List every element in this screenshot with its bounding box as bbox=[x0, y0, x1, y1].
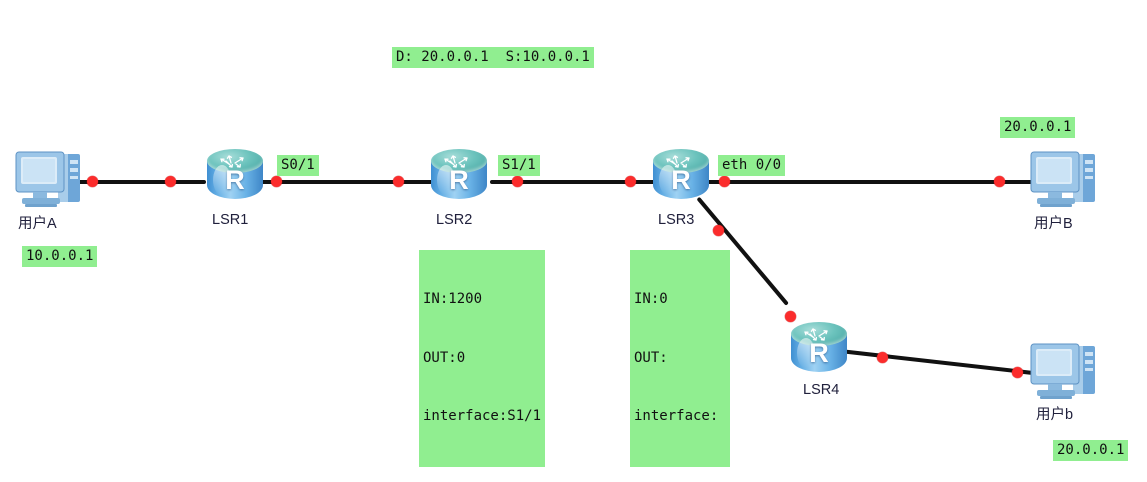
router-gloss bbox=[659, 165, 677, 195]
label-table-out: OUT:0 bbox=[423, 349, 466, 366]
link-endpoint-dot bbox=[393, 176, 404, 187]
packet-header-tag: D: 20.0.0.1 S:10.0.0.1 bbox=[392, 47, 594, 68]
label-table-lsr3: IN:0 OUT: interface: bbox=[630, 250, 730, 467]
node-label-userb2: 用户b bbox=[1036, 407, 1074, 423]
link-endpoint-dot bbox=[877, 352, 888, 363]
router-arrows-icon bbox=[666, 155, 690, 168]
label-table-interface: interface: bbox=[634, 408, 719, 424]
link-endpoint-dot bbox=[165, 176, 176, 187]
router-arrows-icon bbox=[444, 155, 468, 168]
pc-userb2[interactable] bbox=[1025, 340, 1103, 404]
link-endpoint-dot bbox=[713, 225, 724, 236]
router-gloss bbox=[797, 338, 815, 368]
desktop-computer-icon bbox=[1030, 151, 1095, 207]
router-arrows-icon bbox=[804, 328, 828, 341]
node-label-lsr3: LSR3 bbox=[658, 212, 695, 228]
label-table-in: IN:1200 bbox=[423, 291, 483, 307]
pc-userA[interactable] bbox=[10, 148, 88, 212]
node-label-userA: 用户A bbox=[18, 216, 57, 232]
router-lsr3[interactable]: R bbox=[649, 147, 713, 207]
router-glyph: R bbox=[671, 165, 691, 195]
label-table-out: OUT: bbox=[634, 349, 668, 366]
node-label-lsr1: LSR1 bbox=[212, 212, 249, 228]
link-lsr1-lsr2 bbox=[252, 180, 442, 184]
link-endpoint-dot bbox=[994, 176, 1005, 187]
node-label-lsr2: LSR2 bbox=[436, 212, 473, 228]
interface-tag-lsr1: S0/1 bbox=[277, 155, 319, 176]
desktop-computer-icon bbox=[1030, 343, 1095, 399]
router-glyph: R bbox=[449, 165, 469, 195]
link-endpoint-dot bbox=[625, 176, 636, 187]
desktop-computer-icon bbox=[15, 151, 80, 207]
address-tag-userb2: 20.0.0.1 bbox=[1053, 440, 1129, 461]
interface-tag-lsr3: eth 0/0 bbox=[718, 155, 786, 176]
node-label-lsr4: LSR4 bbox=[803, 382, 840, 398]
router-arrows-icon bbox=[220, 155, 244, 168]
link-endpoint-dot bbox=[512, 176, 523, 187]
node-label-userB: 用户B bbox=[1034, 216, 1073, 232]
address-tag-userB: 20.0.0.1 bbox=[1000, 117, 1076, 138]
label-table-interface: interface:S1/1 bbox=[423, 408, 542, 424]
link-endpoint-dot bbox=[271, 176, 282, 187]
router-glyph: R bbox=[809, 338, 829, 368]
label-table-in: IN:0 bbox=[634, 291, 668, 307]
router-gloss bbox=[437, 165, 455, 195]
interface-tag-lsr2: S1/1 bbox=[498, 155, 540, 176]
router-lsr4[interactable]: R bbox=[787, 320, 851, 380]
router-gloss bbox=[213, 165, 231, 195]
link-endpoint-dot bbox=[1012, 367, 1023, 378]
link-lsr3-userB bbox=[705, 180, 1035, 184]
link-endpoint-dot bbox=[87, 176, 98, 187]
label-table-lsr2: IN:1200 OUT:0 interface:S1/1 bbox=[419, 250, 546, 467]
router-lsr1[interactable]: R bbox=[203, 147, 267, 207]
pc-userB[interactable] bbox=[1025, 148, 1103, 212]
link-userA-lsr1 bbox=[72, 180, 206, 184]
router-lsr2[interactable]: R bbox=[427, 147, 491, 207]
link-lsr2-lsr3 bbox=[490, 180, 678, 184]
link-endpoint-dot bbox=[719, 176, 730, 187]
router-glyph: R bbox=[225, 165, 245, 195]
link-endpoint-dot bbox=[785, 311, 796, 322]
address-tag-userA: 10.0.0.1 bbox=[22, 246, 98, 267]
